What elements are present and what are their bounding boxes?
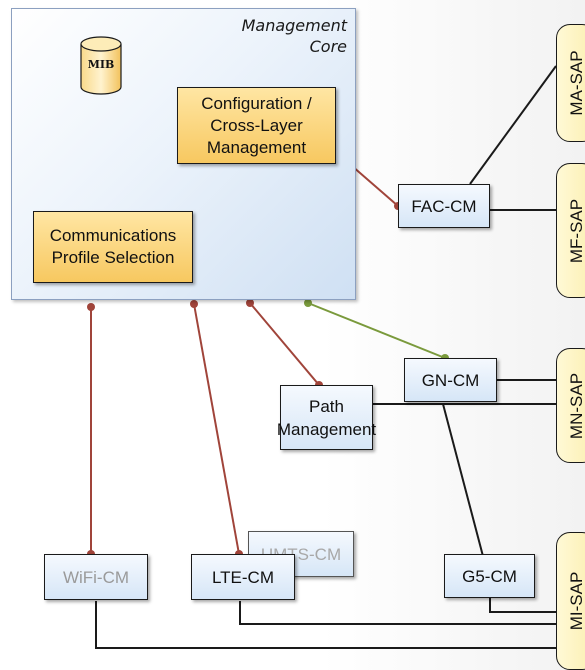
fac-to-ma-sap-line [469, 65, 557, 185]
wifi-cm-box: WiFi-CM [44, 554, 148, 600]
config-line3: Management [206, 137, 307, 157]
core-to-path-link [249, 302, 320, 386]
core-title-line1: Management [241, 16, 347, 35]
lte-cm-box: LTE-CM [191, 554, 295, 600]
g5-cm-label: G5-CM [462, 566, 517, 586]
management-core-title: Management Core [197, 15, 347, 57]
comm-line2: Profile Selection [51, 248, 175, 267]
gn-cm-box: GN-CM [404, 358, 497, 402]
link-dot [304, 299, 312, 307]
path-line2: Management [276, 419, 377, 439]
mf-sap: MF-SAP [556, 163, 585, 298]
fac-cm-label: FAC-CM [411, 196, 477, 216]
link-dot [246, 299, 254, 307]
lte-to-mi-sap-line [239, 601, 556, 625]
fac-cm-box: FAC-CM [398, 184, 490, 228]
communications-profile-selection-box: Communications Profile Selection [33, 211, 193, 283]
comm-line1: Communications [49, 226, 177, 245]
path-management-box: Path Management [276, 385, 377, 450]
wifi-cm-label: WiFi-CM [62, 567, 130, 587]
mi-sap: MI-SAP [556, 532, 585, 670]
gn-to-g5-line [442, 403, 485, 561]
ma-sap: MA-SAP [556, 24, 585, 142]
link-dot [190, 300, 198, 308]
gn-cm-label: GN-CM [421, 370, 480, 390]
config-line1: Configuration / [201, 93, 312, 113]
mib-label: MIB [87, 58, 115, 71]
mf-sap-label: MF-SAP [567, 198, 585, 263]
path-line1: Path [309, 396, 344, 416]
mi-sap-label: MI-SAP [567, 571, 585, 631]
config-line2: Cross-Layer [210, 115, 303, 135]
core-to-gn-link [307, 302, 446, 359]
mib-database-icon [80, 36, 122, 95]
link-dot [87, 303, 95, 311]
mn-sap: MN-SAP [556, 348, 585, 463]
core-to-fac-link [351, 165, 399, 207]
lte-cm-label: LTE-CM [211, 567, 274, 587]
core-to-lte-link [193, 303, 240, 555]
g5-to-mi-sap-line [489, 598, 556, 613]
core-title-line2: Core [309, 37, 347, 56]
configuration-cross-layer-management-box: Configuration / Cross-Layer Management [177, 87, 336, 164]
g5-cm-box: G5-CM [444, 554, 535, 598]
wifi-to-mi-sap-line [95, 601, 556, 649]
mn-sap-label: MN-SAP [567, 372, 585, 439]
ma-sap-label: MA-SAP [567, 50, 585, 116]
